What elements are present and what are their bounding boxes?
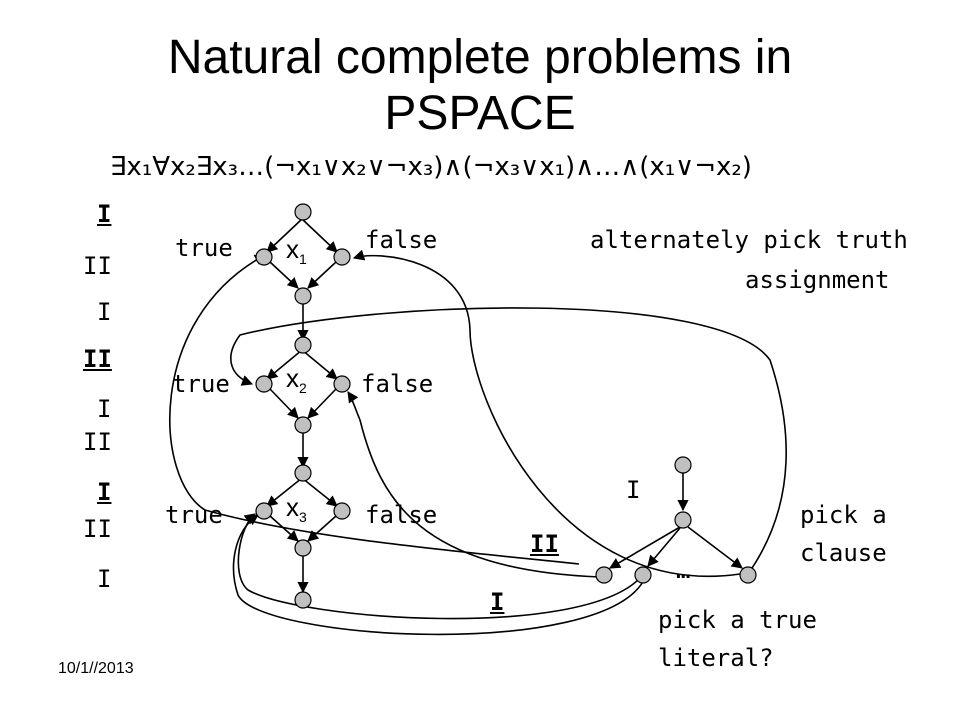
edge-x1-false-bottom	[307, 261, 337, 289]
qbf-formula: ∃x₁∀x₂∃x₃…(¬x₁∨x₂∨¬x₃)∧(¬x₃∨x₁)∧…∧(x₁∨¬x…	[110, 152, 752, 182]
false-label-x3: false	[365, 501, 438, 529]
edge-x1-true-bottom	[269, 261, 299, 289]
edge-literal-to-x1-true	[169, 254, 580, 565]
node-literal-3	[739, 566, 757, 584]
player-label-8: II	[83, 515, 112, 543]
edge-literal-to-x2-false	[347, 391, 601, 578]
annotation-literal-line2: literal?	[658, 644, 774, 672]
var-label-x1: x1	[286, 234, 307, 268]
player-label-4: II	[83, 345, 112, 373]
player-label-2: II	[83, 252, 112, 280]
node-clause-start	[674, 456, 692, 474]
annotation-clause-line2: clause	[800, 539, 887, 567]
node-x2-false	[333, 375, 351, 393]
title-line-1: Natural complete problems in	[167, 31, 793, 84]
edge-literal-to-x2-true	[230, 307, 787, 575]
true-label-x2: true	[172, 370, 230, 398]
edge-x2-top-false	[301, 349, 338, 380]
node-x1-false	[333, 248, 351, 266]
node-x2-top	[294, 336, 312, 354]
node-x3-false	[333, 502, 351, 520]
edge-x2-true-bottom	[269, 388, 299, 419]
node-x2-bottom	[294, 416, 312, 434]
node-x3-true	[255, 502, 273, 520]
annotation-truth-line1: alternately pick truth	[590, 226, 908, 254]
false-label-x2: false	[361, 370, 434, 398]
edge-x3-false-bottom	[307, 515, 337, 542]
var-label-x2: x2	[286, 363, 307, 397]
edge-x1-top-true	[266, 218, 303, 253]
slide-date: 10/1//2013	[58, 660, 134, 677]
false-label-x1: false	[365, 226, 438, 254]
true-label-x1: true	[175, 234, 233, 262]
edge-literal-to-x3-true	[237, 513, 641, 620]
node-x2-true	[255, 375, 273, 393]
player-label-3: I	[97, 298, 112, 326]
edge-clause-2	[647, 527, 681, 567]
player-label-1: I	[97, 200, 112, 228]
edge-x3-top-true	[266, 477, 303, 507]
edge-literal-to-x1-false	[352, 249, 741, 577]
edge-x3-top-false	[301, 477, 338, 507]
node-x1-true	[255, 248, 273, 266]
node-clause-choice	[674, 511, 692, 529]
player-label-6: II	[83, 428, 112, 456]
node-literal-1	[595, 566, 613, 584]
node-literal-2	[634, 566, 652, 584]
node-x1-bottom	[294, 287, 312, 305]
node-x1-top	[294, 203, 312, 221]
var-label-x3: x3	[286, 492, 307, 526]
player-label-7: I	[97, 478, 112, 506]
edge-clause-3	[687, 526, 743, 569]
node-x3-top	[294, 464, 312, 482]
title-line-2: PSPACE	[384, 87, 576, 140]
edge-x2-false-bottom	[307, 388, 337, 419]
player-label-9: I	[97, 565, 112, 593]
literal-player-label-2: I	[490, 588, 505, 616]
clause-player-label: I	[626, 476, 641, 504]
annotation-truth-line2: assignment	[745, 266, 890, 294]
annotation-literal-line1: pick a true	[658, 606, 817, 634]
edge-x2-top-true	[266, 349, 303, 380]
literal-ellipsis: …	[676, 556, 691, 584]
edge-clause-1	[609, 526, 681, 569]
annotation-clause-line1: pick a	[800, 501, 887, 529]
literal-player-label-1: II	[530, 530, 559, 558]
node-x3-bottom	[294, 539, 312, 557]
slide-title: Natural complete problems in PSPACE	[0, 30, 960, 142]
edge-x1-top-false	[301, 218, 338, 253]
player-label-5: I	[97, 395, 112, 423]
edge-literal-to-x3-true-2	[232, 514, 645, 636]
node-x3-end	[294, 591, 312, 609]
true-label-x3: true	[165, 501, 223, 529]
